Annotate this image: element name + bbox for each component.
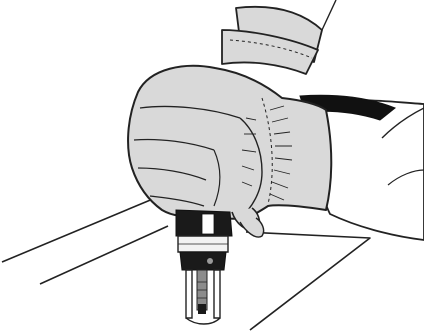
tool [176, 210, 232, 324]
upper-glove [222, 0, 336, 74]
gloved-fist [128, 66, 331, 237]
